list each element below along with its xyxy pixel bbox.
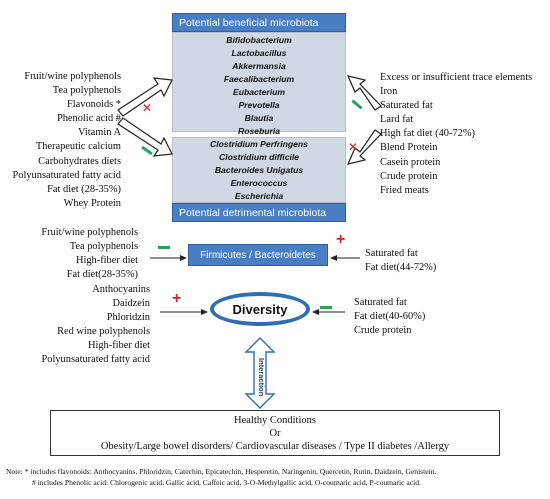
list-item: Bacteroides Unigatus	[214, 165, 304, 175]
list-item: Roseburia	[237, 126, 281, 136]
diversity-left-list: Anthocyanins Daidzein Phloridzin Red win…	[0, 283, 151, 368]
list-item: Phloridzin	[106, 312, 150, 324]
list-item: High-fiber diet	[87, 340, 150, 352]
cross-icon: ✕	[142, 101, 153, 115]
list-item: Clostridium Perfringens	[210, 139, 308, 149]
list-item: Enterococcus	[230, 178, 288, 188]
fb-left-list: Fruit/wine polyphenols Tea polyphenols H…	[0, 226, 138, 282]
list-item: Crude protein	[380, 170, 438, 182]
list-item: Clostridium difficile	[218, 152, 300, 162]
list-item: Saturated fat	[365, 248, 418, 259]
list-item: Blautia	[244, 113, 274, 123]
detrimental-bacteria-panel: Clostridium Perfringens Clostridium diff…	[172, 137, 346, 203]
list-item: Whey Protein	[63, 197, 121, 209]
footnote: Note: * includes flavonoids: Anthocyanin…	[6, 466, 546, 488]
footnote-line: Note: * includes flavonoids: Anthocyanin…	[6, 467, 437, 476]
list-item: Fruit/wine polyphenols	[41, 227, 138, 238]
fb-right-list: Saturated fat Fat diet(44-72%)	[365, 247, 515, 275]
list-item: High-fiber diet	[75, 255, 138, 267]
list-item: Carbohydrates diets	[38, 155, 121, 167]
outcome-line: Obesity/Large bowel disorders/ Cardiovas…	[100, 441, 450, 452]
list-item: Iron	[380, 86, 398, 98]
list-item: Therapeutic calcium	[35, 141, 121, 153]
list-item: Polyunsaturated fatty acid	[41, 354, 151, 366]
beneficial-microbiota-label: Potential beneficial microbiota	[179, 16, 319, 29]
list-item: Fruit/wine polyphenols	[24, 71, 121, 82]
list-item: Polyunsaturated fatty acid	[12, 169, 122, 181]
list-item: Flavonoids *	[67, 99, 121, 111]
list-item: Casein protein	[380, 156, 441, 168]
left-arrow-up	[117, 77, 173, 117]
list-item: Daidzein	[112, 298, 150, 310]
minus-icon	[158, 246, 170, 249]
list-item: Fried meats	[380, 184, 429, 196]
list-item: Lard fat	[380, 114, 414, 126]
interaction-double-arrow	[244, 337, 276, 409]
list-item: Anthocyanins	[92, 284, 150, 295]
list-item: Fat diet (28-35%)	[47, 183, 121, 195]
list-item: Lactobacillus	[231, 48, 287, 58]
diversity-ellipse: Diversity	[210, 292, 310, 326]
right-arrow-down	[346, 129, 382, 165]
firmicutes-bacteroidetes-box: Firmicutes / Bacteroidetes	[188, 244, 328, 266]
outcome-line: Or	[269, 428, 281, 439]
list-item: Blend Protein	[380, 142, 438, 154]
list-item: Tea polyphenols	[52, 85, 121, 97]
list-item: Escherichia	[234, 191, 284, 201]
list-item: Fat diet(44-72%)	[365, 262, 437, 274]
list-item: Vitamin A	[78, 127, 121, 139]
list-item: Fat diet(28-35%)	[66, 269, 138, 281]
list-item: Bifidobacterium	[226, 35, 292, 45]
list-item: Crude protein	[354, 325, 412, 337]
diversity-label: Diversity	[232, 301, 288, 317]
outcome-line: Healthy Conditions	[234, 415, 316, 426]
list-item: Akkermansia	[232, 61, 286, 71]
right-factors-list: Excess or insufficient trace elements Ir…	[380, 71, 548, 198]
beneficial-bacteria-panel: Bifidobacterium Lactobacillus Akkermansi…	[172, 32, 346, 136]
footnote-line: # includes Phenolic acid: Chlorogenic ac…	[32, 478, 421, 487]
list-item: Saturated fat	[354, 297, 407, 308]
list-item: High fat diet (40-72%)	[380, 128, 475, 140]
left-arrow-down	[117, 117, 173, 157]
list-item: Excess or insufficient trace elements	[380, 72, 533, 83]
cross-icon: ✕	[348, 140, 359, 154]
plus-icon: +	[336, 231, 346, 248]
detrimental-microbiota-header: Potential detrimental microbiota	[172, 203, 346, 222]
list-item: Saturated fat	[380, 100, 433, 112]
list-item: Phenolic acid #	[56, 113, 121, 125]
list-item: Eubacterium	[232, 87, 286, 97]
list-item: Faecalibacterium	[223, 74, 295, 84]
detrimental-microbiota-label: Potential detrimental microbiota	[179, 206, 327, 219]
outcome-box: Healthy Conditions Or Obesity/Large bowe…	[50, 410, 500, 456]
beneficial-microbiota-header: Potential beneficial microbiota	[172, 13, 346, 32]
interaction-label: Interaction	[257, 358, 266, 397]
minus-icon	[320, 306, 332, 309]
list-item: Red wine polyphenols	[57, 326, 150, 338]
list-item: Tea polyphenols	[69, 241, 138, 253]
list-item: Prevotella	[238, 100, 280, 110]
right-arrow-up	[346, 75, 382, 111]
fb-label: Firmicutes / Bacteroidetes	[200, 249, 316, 261]
left-factors-list: Fruit/wine polyphenols Tea polyphenols F…	[0, 70, 122, 211]
list-item: Fat diet(40-60%)	[354, 311, 426, 323]
plus-icon: +	[172, 290, 182, 307]
diversity-right-list: Saturated fat Fat diet(40-60%) Crude pro…	[354, 296, 504, 338]
